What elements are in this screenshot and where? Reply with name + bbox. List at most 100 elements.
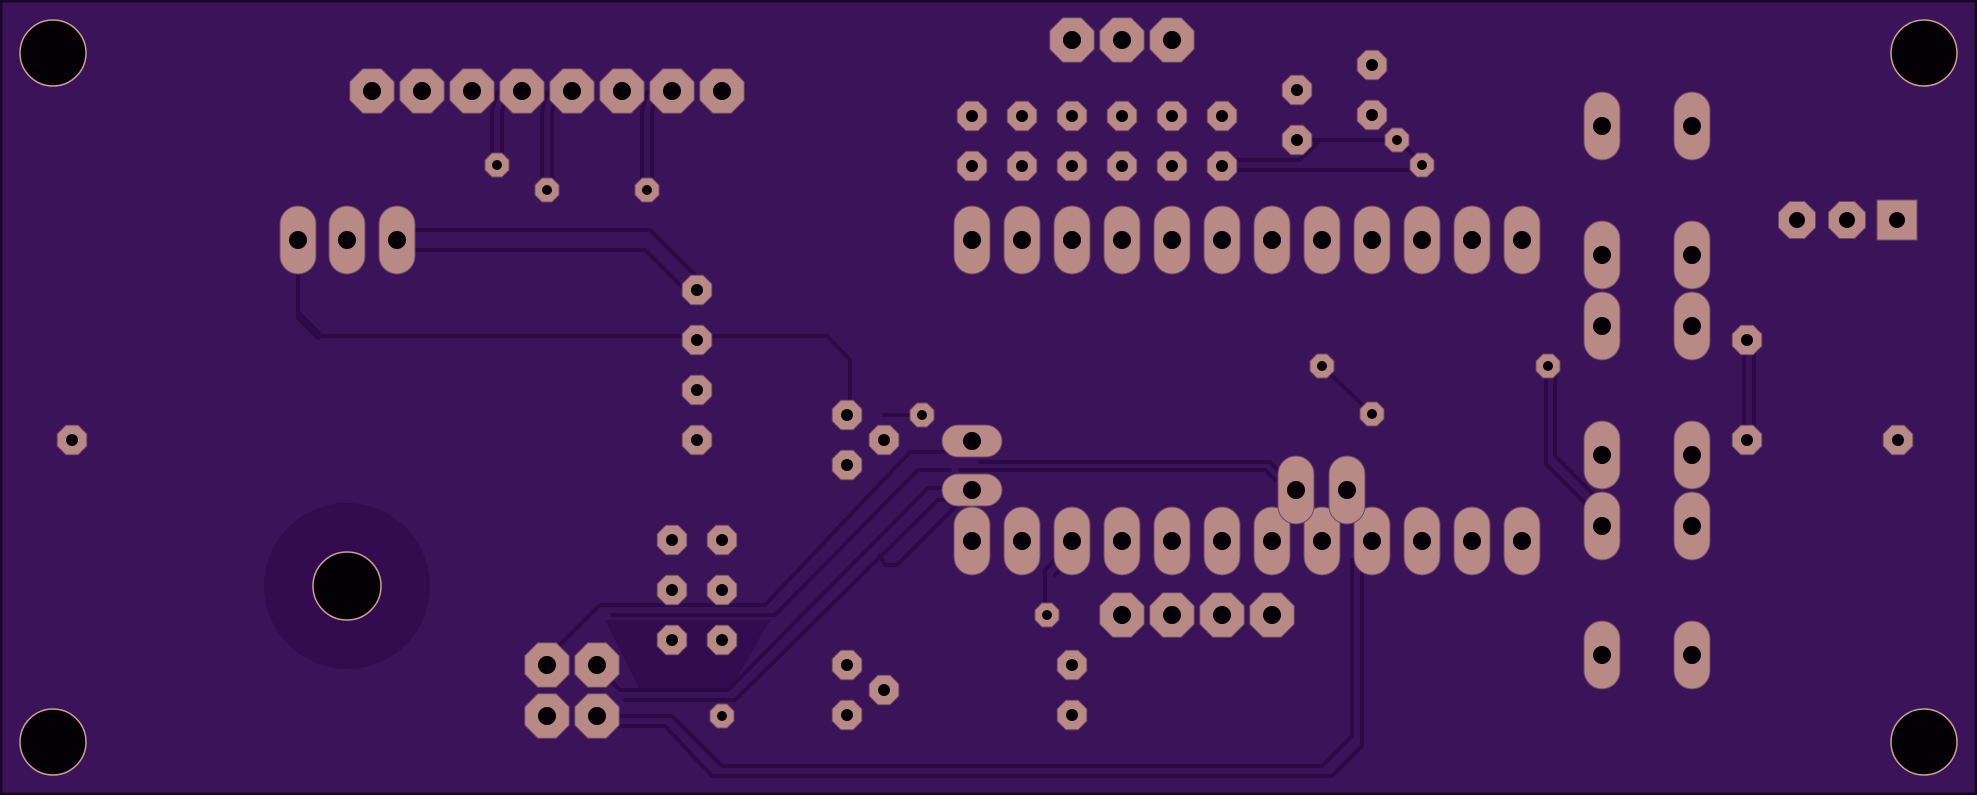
- via-pad: [831, 649, 863, 681]
- trace: [878, 498, 964, 567]
- via-pad: [831, 699, 863, 731]
- ic-pin: [1403, 205, 1441, 275]
- via-pad: [1006, 150, 1038, 182]
- ic-pin: [1303, 506, 1341, 576]
- via-pad: [1006, 100, 1038, 132]
- ic-pin: [1303, 205, 1341, 275]
- crystal-pad: [941, 473, 1003, 507]
- crystal-pad: [941, 424, 1003, 458]
- trace: [610, 468, 952, 617]
- header-pin: [399, 68, 445, 114]
- via-pad: [1356, 49, 1388, 81]
- ic-pin: [1153, 205, 1191, 275]
- via-pad: [1535, 353, 1561, 379]
- via-pad: [1034, 602, 1060, 628]
- oval-pin: [279, 205, 317, 275]
- oval-pin: [1277, 455, 1315, 525]
- via-pad: [1384, 127, 1410, 153]
- header-pin: [349, 68, 395, 114]
- via-pad: [1731, 324, 1763, 356]
- ic-pin: [1153, 506, 1191, 576]
- via-pad: [956, 100, 988, 132]
- via-pad: [1106, 100, 1138, 132]
- oval-pin: [328, 205, 366, 275]
- header-pin: [1828, 201, 1866, 239]
- header-pin: [574, 642, 620, 688]
- via-pad: [1882, 424, 1914, 456]
- oval-pin: [1673, 491, 1711, 561]
- via-pad: [1281, 74, 1313, 106]
- trace: [558, 450, 952, 647]
- via-pad: [634, 177, 660, 203]
- via-pad: [831, 449, 863, 481]
- header-pin: [1049, 17, 1095, 63]
- ic-pin: [1003, 205, 1041, 275]
- via-pad: [706, 524, 738, 556]
- via-pad: [1731, 424, 1763, 456]
- ic-pin: [1103, 205, 1141, 275]
- via-pad: [909, 402, 935, 428]
- trace: [1553, 364, 1597, 498]
- header-pin: [524, 642, 570, 688]
- oval-pin: [1583, 220, 1621, 290]
- header-pin-1-square: [1876, 199, 1918, 241]
- ic-pin: [1103, 506, 1141, 576]
- via-pad: [681, 324, 713, 356]
- via-pad: [1056, 150, 1088, 182]
- ic-pin: [1503, 506, 1541, 576]
- via-pad: [868, 674, 900, 706]
- via-pad: [1409, 152, 1435, 178]
- via-pad: [56, 424, 88, 456]
- header-pin: [1149, 592, 1195, 638]
- header-pin: [699, 68, 745, 114]
- via-pad: [1206, 100, 1238, 132]
- ic-pin: [1403, 506, 1441, 576]
- via-pad: [681, 374, 713, 406]
- via-pad: [709, 703, 735, 729]
- ic-pin: [953, 506, 991, 576]
- via-pad: [956, 150, 988, 182]
- ground-mounting-hole: [312, 551, 382, 621]
- trace: [396, 248, 697, 302]
- via-pad: [1356, 99, 1388, 131]
- oval-pin: [1583, 620, 1621, 690]
- pad-group: [56, 17, 1918, 739]
- header-pin: [1099, 592, 1145, 638]
- ic-pin: [1203, 506, 1241, 576]
- via-pad: [1281, 124, 1313, 156]
- via-pad: [656, 624, 688, 656]
- header-pin: [649, 68, 695, 114]
- ic-pin: [953, 205, 991, 275]
- header-pin: [599, 68, 645, 114]
- ic-pin: [1053, 506, 1091, 576]
- oval-pin: [1583, 420, 1621, 490]
- via-pad: [1056, 649, 1088, 681]
- header-pin: [549, 68, 595, 114]
- via-pad: [1309, 353, 1335, 379]
- via-pad: [681, 424, 713, 456]
- trace: [396, 228, 697, 277]
- oval-pin: [1673, 220, 1711, 290]
- header-pin: [1778, 201, 1816, 239]
- trace: [595, 558, 1364, 778]
- header-pin: [499, 68, 545, 114]
- ic-pin: [1453, 205, 1491, 275]
- ic-pin: [1253, 205, 1291, 275]
- trace: [640, 90, 649, 192]
- ic-pin: [1503, 205, 1541, 275]
- oval-pin: [1673, 620, 1711, 690]
- via-pad: [656, 524, 688, 556]
- mounting-hole: [1890, 19, 1958, 87]
- ic-pin: [1053, 205, 1091, 275]
- oval-pin: [1673, 291, 1711, 361]
- header-pin: [574, 693, 620, 739]
- ic-pin: [1203, 205, 1241, 275]
- header-pin: [1199, 592, 1245, 638]
- oval-pin: [1673, 420, 1711, 490]
- ic-pin: [1353, 205, 1391, 275]
- ic-pin: [1003, 506, 1041, 576]
- header-pin: [524, 693, 570, 739]
- via-pad: [706, 574, 738, 606]
- via-pad: [681, 274, 713, 306]
